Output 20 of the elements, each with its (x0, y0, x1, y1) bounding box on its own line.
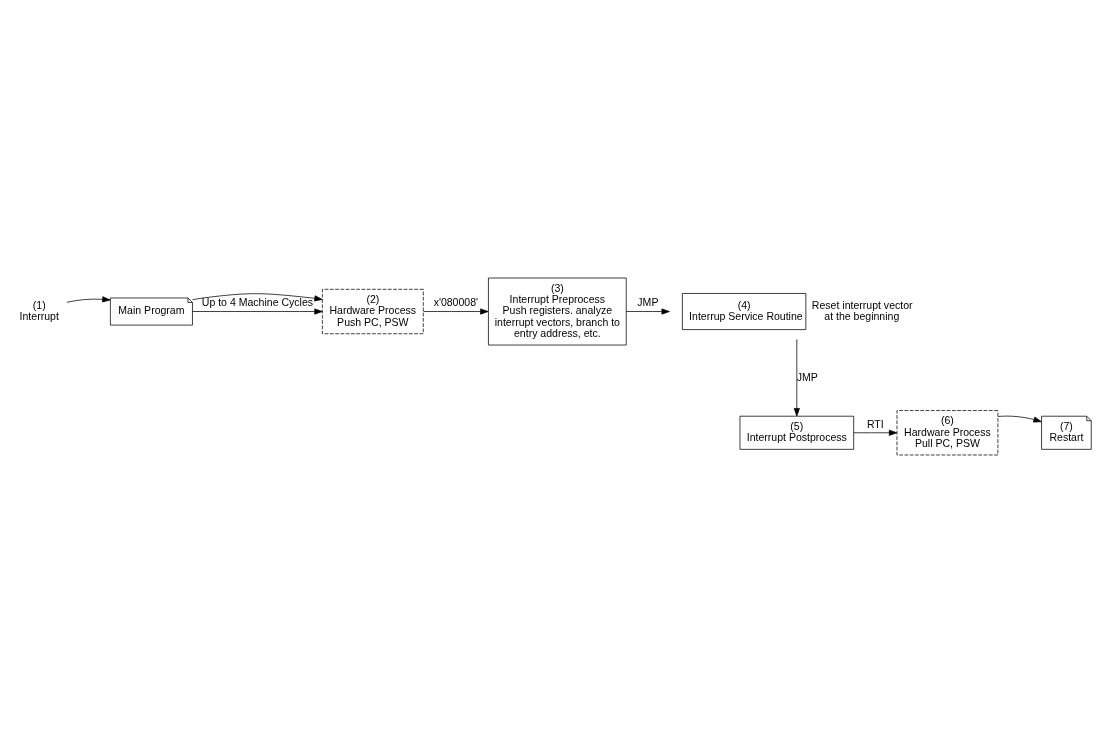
node-box: (3) Interrupt Preprocess Push registers. analyze interrupt vectors, branch to entry address, etc. (488, 277, 627, 346)
edge-label: x'080008' (433, 296, 479, 309)
node-box: (6) Hardware Process Pull PC, PSW (896, 410, 999, 456)
arrow (423, 308, 489, 315)
node-box: (2) Hardware Process Push PC, PSW (322, 288, 424, 335)
arrow (853, 429, 898, 436)
edge-label: JMP (637, 296, 659, 309)
arrow (997, 415, 1042, 423)
node-box: (5) Interrupt Postprocess (739, 415, 855, 450)
arrow (625, 308, 670, 315)
edge-label: Up to 4 Machine Cycles (201, 296, 314, 309)
edge-label: JMP (796, 370, 818, 383)
edge-label: RTI (866, 417, 884, 430)
arrow (192, 308, 323, 315)
arrow (66, 296, 111, 303)
node-text: (1) Interrupt (19, 298, 59, 322)
node-label: Reset interrupt vector at the beginning (811, 298, 913, 322)
arrow (793, 339, 800, 417)
arrow (192, 293, 323, 302)
node-box: (4) Interrup Service Routine (681, 293, 807, 330)
